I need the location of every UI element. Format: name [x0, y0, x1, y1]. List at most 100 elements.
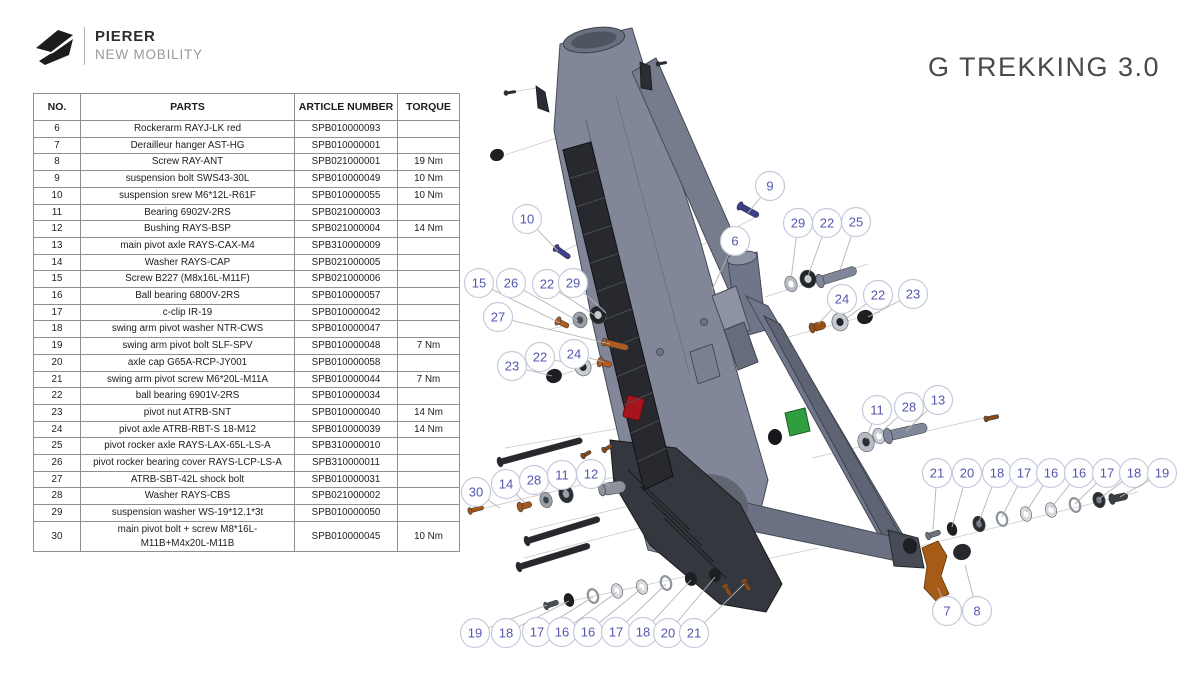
frame-bolt-hole: [656, 348, 664, 356]
callout-number: 16: [1072, 466, 1086, 481]
callout-leader-line: [583, 292, 607, 314]
callout-number: 22: [533, 350, 547, 365]
shock-bolt-part: [601, 337, 629, 351]
long-bolt-part: [523, 516, 601, 547]
washer-part: [635, 579, 649, 595]
washer-part: [1019, 506, 1033, 522]
callout-number: 21: [930, 466, 944, 481]
callout-number: 9: [766, 179, 773, 194]
callout-leader-line: [1025, 484, 1044, 513]
callout-number: 20: [661, 626, 675, 641]
skid-plate-rib: [627, 469, 691, 531]
callout-number: 11: [555, 468, 569, 483]
washer-part: [784, 275, 798, 293]
exploded-parts: [467, 61, 1128, 611]
battery-rail-segment: [623, 392, 653, 406]
pivot-axle-part: [808, 321, 826, 334]
callout-13: 13: [922, 384, 954, 416]
callout-number: 18: [1127, 466, 1141, 481]
callout-leader-line: [603, 481, 611, 487]
axle-cap-part: [946, 522, 958, 536]
suspension-screw-part: [552, 244, 571, 260]
callout-8: 8: [961, 595, 993, 627]
ball-bearing-part: [799, 269, 817, 289]
pivot-bolt-part: [1108, 492, 1128, 505]
cell-torque: 10 Nm: [397, 520, 460, 553]
washer-part: [563, 593, 575, 607]
callout-number: 19: [468, 626, 482, 641]
ball-bearing-part: [972, 515, 986, 533]
callout-number: 28: [902, 400, 916, 415]
callout-16: 16: [546, 616, 578, 648]
callout-18: 18: [627, 616, 659, 648]
battery-rail-segment: [596, 280, 626, 293]
callout-18: 18: [981, 457, 1013, 489]
callout-number: 30: [469, 485, 483, 500]
callout-9: 9: [754, 170, 786, 202]
callout-leader-line: [523, 289, 579, 322]
callout-number: 23: [505, 359, 519, 374]
callout-leader-line: [525, 369, 553, 377]
callout-leader-line: [842, 303, 867, 322]
callout-leader-line: [487, 499, 501, 509]
callout-number: 17: [1100, 466, 1114, 481]
callout-28: 28: [518, 464, 550, 496]
cap-part: [490, 148, 504, 162]
callout-number: 18: [990, 466, 1004, 481]
cable-guide-part: [535, 85, 550, 113]
pivot-nut-part: [546, 368, 562, 384]
pierer-logo: PIERER NEW MOBILITY: [30, 26, 203, 66]
c-clip-part: [1068, 497, 1082, 513]
small-screw-part: [503, 90, 517, 96]
battery-rail-segment: [616, 364, 646, 378]
shock-link-plate: [689, 343, 721, 385]
callout-12: 12: [575, 458, 607, 490]
callout-22: 22: [811, 207, 843, 239]
callout-leader-line: [515, 493, 526, 504]
small-screw-part: [740, 578, 751, 592]
logo-subtitle-text: NEW MOBILITY: [95, 46, 203, 62]
rocker-axle-part: [815, 266, 857, 289]
column-header: TORQUE: [397, 93, 460, 121]
callout-number: 7: [943, 604, 950, 619]
callout-number: 13: [931, 393, 945, 408]
callout-leader-line: [865, 423, 873, 440]
callout-number: 10: [520, 212, 534, 227]
callout-23: 23: [496, 350, 528, 382]
column-header: PARTS: [80, 93, 295, 121]
small-screw-part: [580, 450, 592, 460]
callout-number: 11: [870, 403, 884, 418]
callout-number: 17: [1017, 466, 1031, 481]
axle-cap-part: [902, 538, 918, 554]
battery-rail-segment: [569, 169, 598, 179]
callout-18: 18: [490, 617, 522, 649]
callout-leader-line: [511, 319, 611, 345]
callout-23: 23: [897, 278, 929, 310]
bearing-part: [857, 431, 875, 453]
ball-bearing-part: [831, 312, 849, 332]
callout-number: 29: [791, 216, 805, 231]
callout-leader-line: [839, 235, 852, 271]
callout-14: 14: [490, 468, 522, 500]
callout-number: 26: [504, 276, 518, 291]
callout-21: 21: [921, 457, 953, 489]
battery-rail-segment: [576, 197, 605, 208]
callout-21: 21: [678, 617, 710, 649]
callout-number: 15: [472, 276, 486, 291]
callout-22: 22: [862, 279, 894, 311]
derailleur-hanger-part: [921, 540, 950, 602]
callout-leader-line: [704, 583, 745, 624]
green-clamp-part: [784, 407, 811, 437]
cell-article-number: SPB010000045: [294, 520, 398, 553]
callout-number: 27: [491, 310, 505, 325]
callout-number: 24: [567, 347, 581, 362]
washer-part: [872, 427, 886, 445]
rocker-link-plate: [723, 321, 759, 371]
callout-number: 18: [636, 625, 650, 640]
pierer-logo-icon: [36, 30, 73, 65]
callout-number: 16: [581, 625, 595, 640]
